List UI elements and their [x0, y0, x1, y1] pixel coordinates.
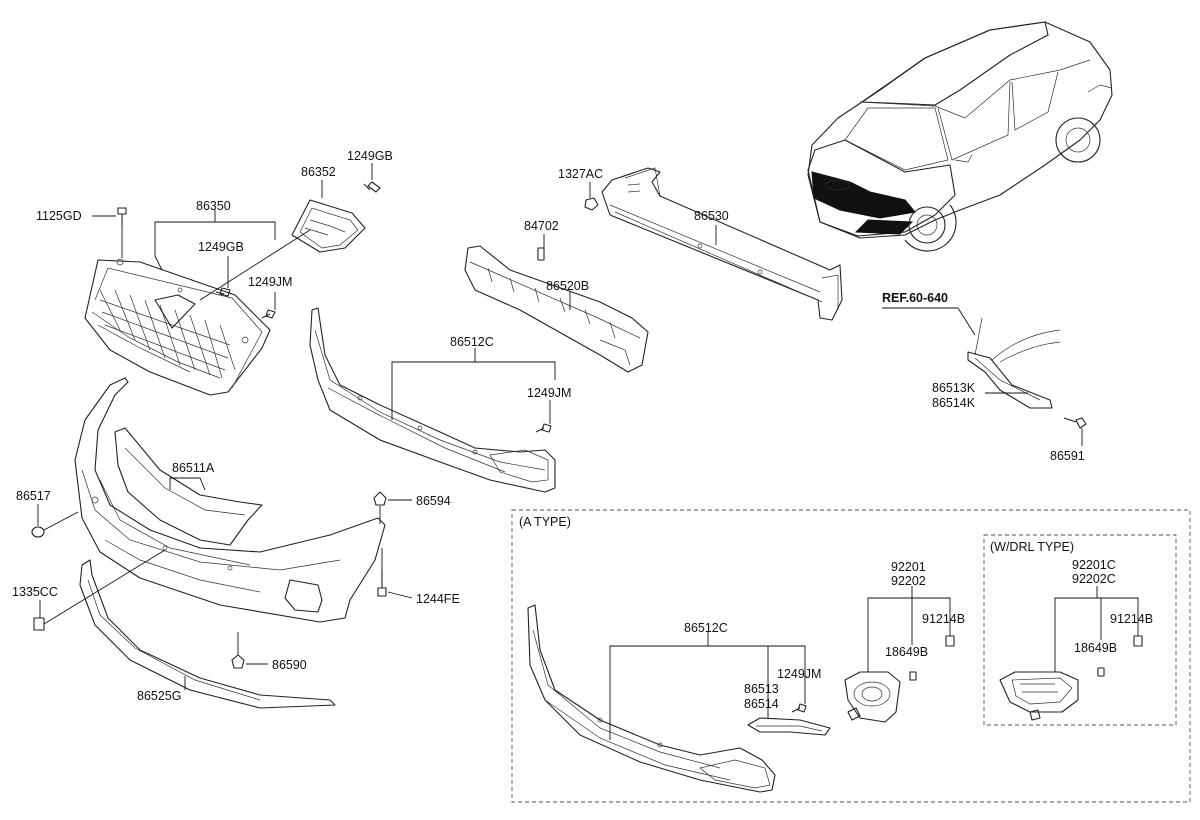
label-86513-a-type: 86513 [744, 682, 779, 696]
label-86350: 86350 [196, 199, 231, 213]
clip-86594 [373, 491, 387, 506]
bracket-86352 [291, 199, 366, 253]
label-84702: 84702 [524, 219, 559, 233]
label-86520B: 86520B [546, 279, 589, 293]
lower-cover-86512C [309, 307, 556, 493]
cap-86517 [31, 526, 45, 538]
label-18649B-a-type: 18649B [885, 645, 928, 659]
clip-91214B-a-type [945, 635, 955, 647]
clip-84702 [537, 247, 545, 261]
label-86525G: 86525G [137, 689, 181, 703]
label-86514-a-type: 86514 [744, 697, 779, 711]
label-91214B-a-type: 91214B [922, 612, 965, 626]
screw-1249JM-main [535, 423, 552, 433]
screw-1249GB-mid [215, 287, 231, 297]
label-86512C-a-type: 86512C [684, 621, 728, 635]
drl-type-box [983, 534, 1177, 726]
fender-line [974, 317, 1061, 363]
label-86590: 86590 [272, 658, 307, 672]
a-type-title: (A TYPE) [519, 515, 571, 529]
label-1244FE: 1244FE [416, 592, 460, 606]
fog-lamp-92201 [844, 671, 901, 723]
label-92201: 92201 [891, 560, 926, 574]
screw-1244FE [377, 570, 387, 597]
label-1249GB-top: 1249GB [347, 149, 393, 163]
ref-label: REF.60-640 [882, 291, 948, 305]
label-86530: 86530 [694, 209, 729, 223]
label-1249GB-mid: 1249GB [198, 240, 244, 254]
label-86511A: 86511A [172, 461, 215, 475]
label-91214B-drl: 91214B [1110, 612, 1153, 626]
fog-lamp-92201C [999, 671, 1079, 721]
strip-86525G [79, 559, 336, 709]
grille-86350 [84, 258, 271, 396]
label-86517: 86517 [16, 489, 51, 503]
screw-18649B-a-type [909, 671, 917, 681]
clip-86590 [231, 654, 245, 669]
label-86513K: 86513K [932, 381, 976, 395]
screw-18649B-drl [1097, 667, 1105, 677]
label-18649B-drl: 18649B [1074, 641, 1117, 655]
label-86594: 86594 [416, 494, 451, 508]
label-1125GD: 1125GD [36, 209, 82, 223]
drl-type-title: (W/DRL TYPE) [990, 540, 1074, 554]
screw-1249JM-grille [261, 309, 276, 319]
label-86591: 86591 [1050, 449, 1085, 463]
vehicle-illustration [807, 21, 1113, 252]
a-type-box [511, 509, 1191, 803]
label-92202: 92202 [891, 574, 926, 588]
clip-91214B-drl [1133, 635, 1143, 647]
label-92201C: 92201C [1072, 558, 1116, 572]
bracket-86513K [967, 351, 1053, 409]
screw-1125GD [117, 207, 127, 226]
absorber-86520B [464, 245, 649, 373]
label-86512C-main: 86512C [450, 335, 494, 349]
label-1249JM-a-type: 1249JM [777, 667, 821, 681]
beam-86530 [601, 167, 843, 321]
label-1335CC: 1335CC [12, 585, 58, 599]
screw-1249JM-a-type [791, 703, 807, 713]
label-1327AC: 1327AC [558, 167, 603, 181]
lower-cover-86512C-a-type [527, 604, 776, 793]
label-92202C: 92202C [1072, 572, 1116, 586]
label-86352: 86352 [301, 165, 336, 179]
label-86514K: 86514K [932, 396, 976, 410]
bracket-86513-a-type [747, 717, 831, 736]
screw-1249GB-top [363, 181, 381, 193]
bumper-cover-86511A [74, 377, 386, 623]
label-1249JM-main: 1249JM [527, 386, 571, 400]
screw-86591 [1063, 417, 1087, 429]
nut-1335CC [33, 617, 45, 631]
nut-1327AC [584, 197, 599, 211]
label-1249JM-grille: 1249JM [248, 275, 292, 289]
